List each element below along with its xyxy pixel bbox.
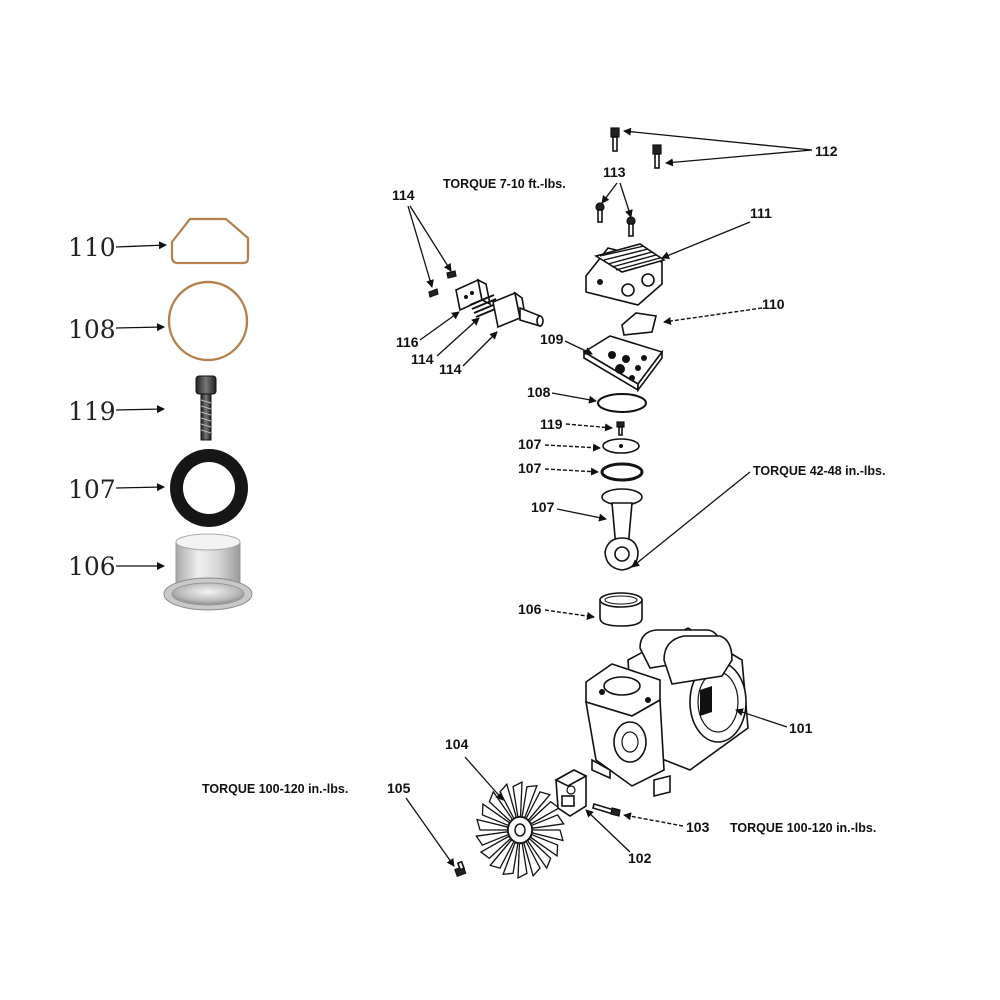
legend-item-108: 108 [68, 280, 249, 362]
callout-119: 119 [540, 416, 563, 432]
callout-104: 104 [445, 736, 469, 752]
callout-105: 105 [387, 780, 411, 796]
callout-111: 111 [750, 205, 772, 221]
legend-label-119: 119 [68, 397, 116, 426]
seal-107-photo [170, 449, 248, 527]
bracket-102 [554, 769, 588, 817]
gasket-110-photo [170, 217, 250, 265]
sleeve-106-photo [163, 533, 253, 611]
screw-114 [428, 270, 457, 298]
callout-102: 102 [628, 850, 652, 866]
gasket-110 [621, 312, 657, 336]
legend-label-106: 106 [68, 552, 116, 581]
valve-plate-109 [582, 335, 664, 393]
torque-note-fan: TORQUE 100-120 in.-lbs. [202, 782, 348, 796]
torque-note-bracket: TORQUE 100-120 in.-lbs. [730, 821, 876, 835]
callout-114-low: 114 [439, 361, 462, 377]
callout-114-top: 114 [392, 187, 415, 203]
legend-item-107: 107 [68, 449, 248, 527]
screw-105 [454, 860, 467, 877]
o-ring-108-photo [167, 280, 249, 362]
callout-108: 108 [527, 384, 551, 400]
legend-item-119: 119 [68, 375, 217, 441]
o-ring-108 [597, 393, 647, 413]
legend-label-107: 107 [68, 475, 116, 504]
torque-note-head: TORQUE 7-10 ft.-lbs. [443, 177, 566, 191]
unloader-114 [492, 291, 544, 329]
callout-107-low: 107 [531, 499, 555, 515]
callout-110: 110 [762, 296, 785, 312]
callout-109: 109 [540, 331, 564, 347]
callout-103: 103 [686, 819, 710, 835]
screw-119-photo [195, 375, 217, 441]
callout-101: 101 [789, 720, 813, 736]
callout-107-mid: 107 [518, 460, 542, 476]
fan-bore [514, 823, 526, 837]
screw-113 [595, 202, 636, 237]
screw-119 [616, 421, 625, 436]
crankcase-motor-101 [584, 627, 749, 798]
bolt-112 [610, 127, 662, 169]
retainer-107 [602, 438, 640, 454]
valve-block-116 [455, 278, 492, 312]
legend-label-110: 110 [68, 233, 116, 262]
torque-note-rod: TORQUE 42-48 in.-lbs. [753, 464, 885, 478]
bolt-103 [592, 802, 621, 817]
cylinder-head-111 [585, 243, 666, 306]
callout-106: 106 [518, 601, 542, 617]
sleeve-106 [599, 592, 643, 627]
fan-104 [475, 780, 565, 880]
connecting-rod-107 [601, 488, 643, 571]
callout-114-mid: 114 [411, 351, 434, 367]
legend-item-110: 110 [68, 217, 250, 265]
callout-113: 113 [603, 164, 626, 180]
legend-label-108: 108 [68, 315, 116, 344]
legend-item-106: 106 [68, 533, 253, 611]
callout-112: 112 [815, 143, 838, 159]
callout-116: 116 [396, 334, 419, 350]
reed-114 [469, 294, 501, 318]
seal-ring-107 [600, 462, 644, 482]
callout-107-top: 107 [518, 436, 542, 452]
